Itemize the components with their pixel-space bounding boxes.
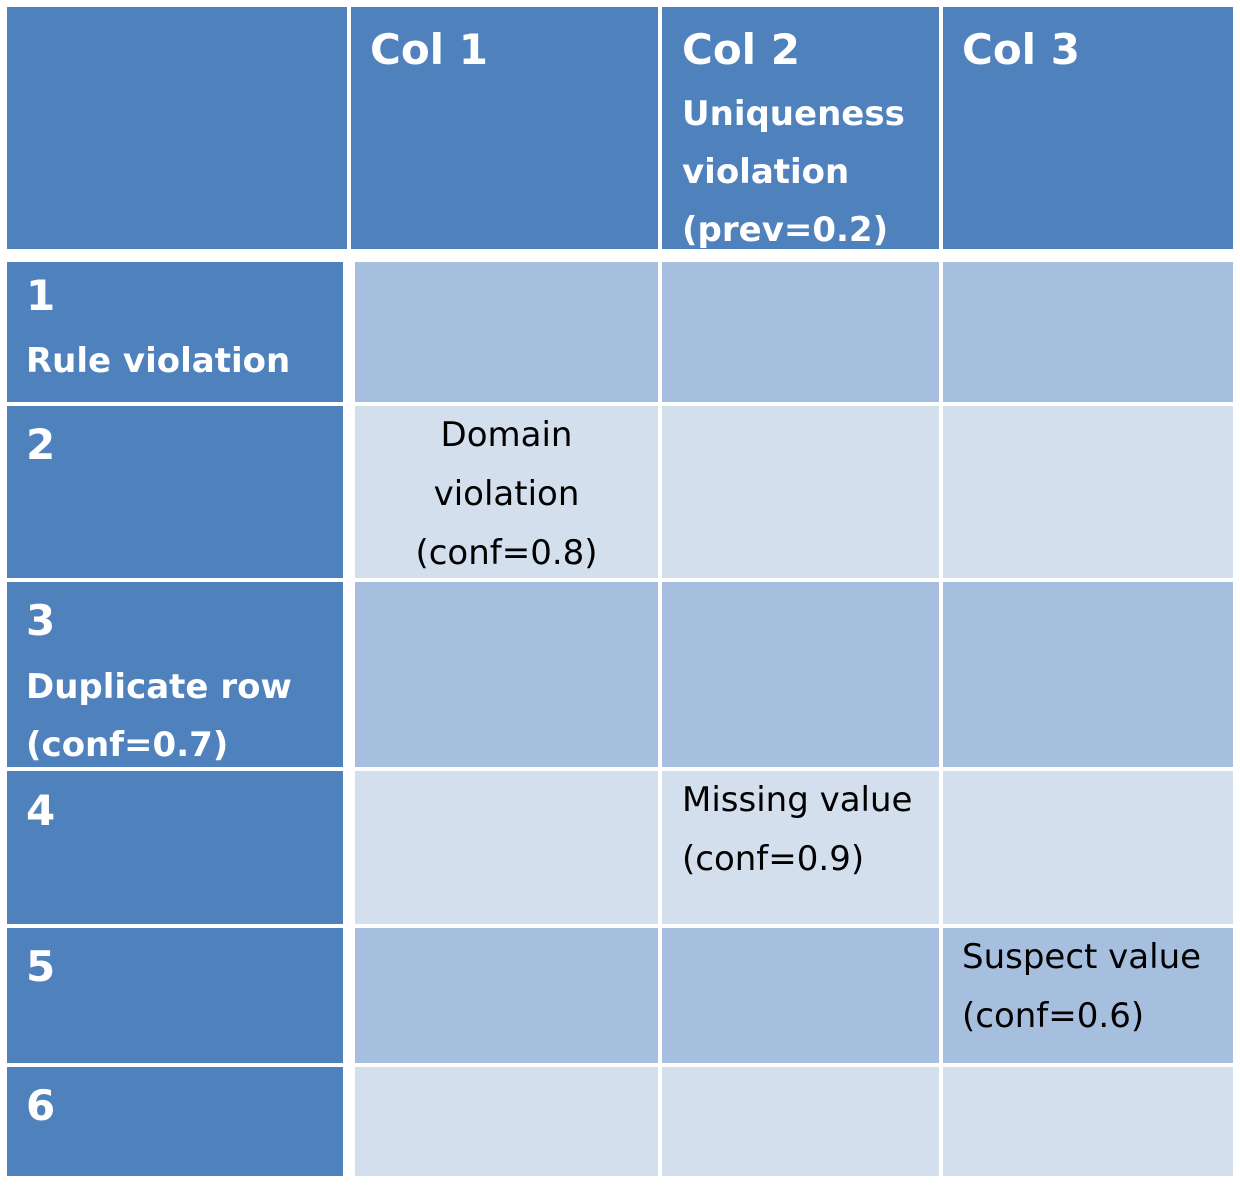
cell-r2-c1-text: Domain violation (conf=0.8)	[415, 415, 598, 573]
row-header-5-label: 5	[26, 942, 56, 991]
corner-header-cell	[7, 7, 347, 249]
column-header-3-label: Col 3	[962, 25, 1080, 74]
cell-r6-c1	[355, 1067, 658, 1176]
column-header-3: Col 3	[943, 7, 1233, 249]
cell-r3-c2	[662, 582, 939, 767]
cell-r3-c3	[943, 582, 1233, 767]
row-header-5: 5	[7, 928, 343, 1063]
row-header-1-note: Rule violation	[26, 341, 291, 381]
cell-r4-c2: Missing value (conf=0.9)	[662, 771, 939, 924]
row-header-4-label: 4	[26, 786, 56, 835]
column-header-1: Col 1	[351, 7, 658, 249]
cell-r1-c2	[662, 262, 939, 402]
cell-r5-c3: Suspect value (conf=0.6)	[943, 928, 1233, 1063]
cell-r5-c1	[355, 928, 658, 1063]
cell-r2-c1: Domain violation (conf=0.8)	[355, 406, 658, 578]
column-header-2: Col 2 Uniqueness violation (prev=0.2)	[662, 7, 939, 250]
cell-r6-c2	[662, 1067, 939, 1176]
row-header-2-label: 2	[26, 420, 56, 469]
column-header-1-label: Col 1	[370, 25, 488, 74]
row-header-1-label: 1	[26, 271, 56, 320]
cell-r2-c2	[662, 406, 939, 578]
column-header-2-note: Uniqueness violation (prev=0.2)	[682, 94, 905, 250]
cell-r1-c1	[355, 262, 658, 402]
column-header-2-label: Col 2	[682, 25, 800, 74]
row-header-6-label: 6	[26, 1081, 56, 1130]
row-header-6: 6	[7, 1067, 343, 1176]
cell-r2-c3	[943, 406, 1233, 578]
cell-r6-c3	[943, 1067, 1233, 1176]
row-header-3-note: Duplicate row (conf=0.7)	[26, 667, 292, 765]
cell-r4-c2-text: Missing value (conf=0.9)	[682, 780, 913, 879]
cell-r5-c2	[662, 928, 939, 1063]
row-header-1: 1 Rule violation	[7, 262, 343, 402]
row-header-3: 3 Duplicate row (conf=0.7)	[7, 582, 343, 767]
cell-r3-c1	[355, 582, 658, 767]
cell-r1-c3	[943, 262, 1233, 402]
row-header-2: 2	[7, 406, 343, 578]
cell-r5-c3-text: Suspect value (conf=0.6)	[962, 937, 1202, 1036]
row-header-3-label: 3	[26, 596, 56, 645]
cell-r4-c3	[943, 771, 1233, 924]
cell-r4-c1	[355, 771, 658, 924]
row-header-4: 4	[7, 771, 343, 924]
